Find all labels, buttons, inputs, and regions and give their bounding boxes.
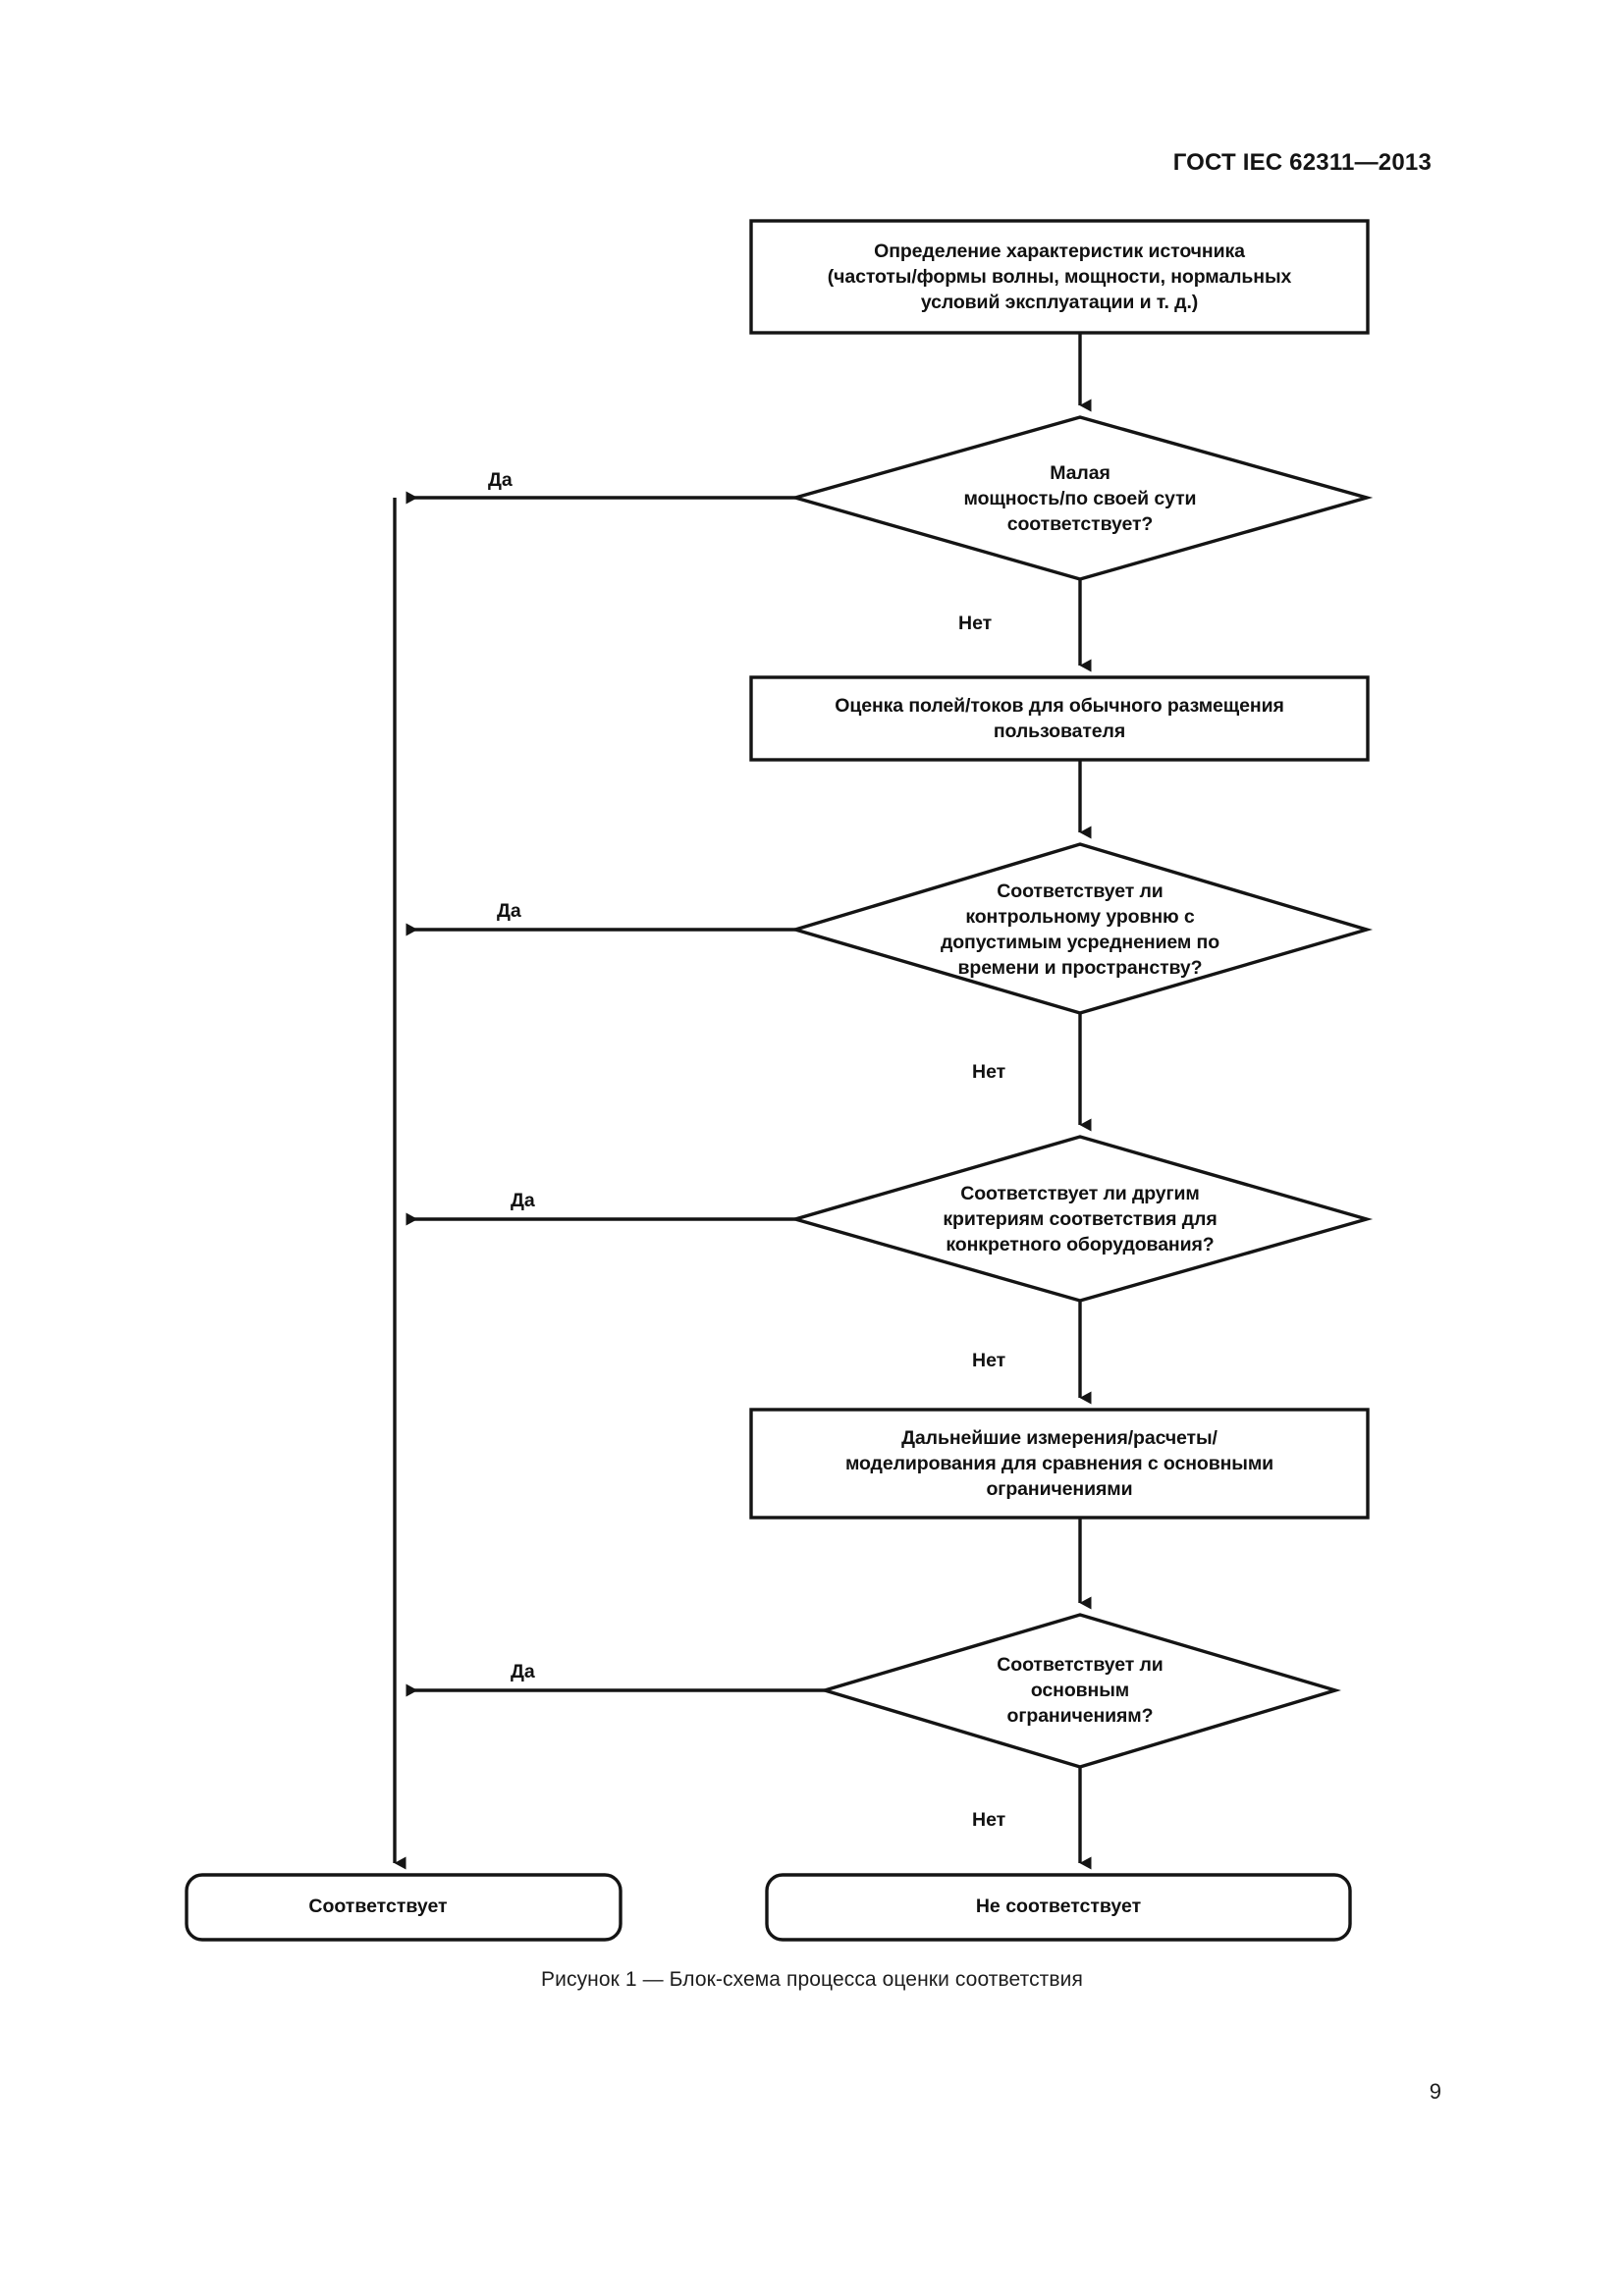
edge-label-yes-4: Да xyxy=(511,1661,535,1682)
node-terminal-compliant: Соответствует xyxy=(308,1896,448,1917)
edge-label-yes-3: Да xyxy=(511,1190,535,1211)
shape-basic-restrictions-decision xyxy=(819,1613,1341,1769)
shape-terminal-non-compliant xyxy=(765,1873,1352,1942)
edge-label-no-2: Нет xyxy=(972,1061,1006,1083)
shape-source-characterization xyxy=(749,219,1370,335)
edge-label-no-4: Нет xyxy=(972,1809,1006,1831)
edge-label-yes-1: Да xyxy=(488,469,513,491)
edge-label-no-3: Нет xyxy=(972,1350,1006,1371)
edge-label-yes-2: Да xyxy=(497,900,521,922)
document-standard-header: ГОСТ IEC 62311—2013 xyxy=(1172,149,1432,176)
shape-low-power-decision xyxy=(788,415,1374,581)
page-number: 9 xyxy=(1429,2079,1441,2104)
shape-further-measurements xyxy=(749,1408,1370,1520)
shape-reference-level-decision xyxy=(789,842,1374,1015)
edge-label-no-1: Нет xyxy=(958,613,993,634)
shape-other-criteria-decision xyxy=(788,1135,1374,1303)
shape-field-current-evaluation xyxy=(749,675,1370,762)
shape-terminal-compliant xyxy=(185,1873,623,1942)
figure-caption: Рисунок 1 — Блок-схема процесса оценки с… xyxy=(541,1968,1083,1991)
node-terminal-non-compliant: Не соответствует xyxy=(975,1896,1142,1917)
